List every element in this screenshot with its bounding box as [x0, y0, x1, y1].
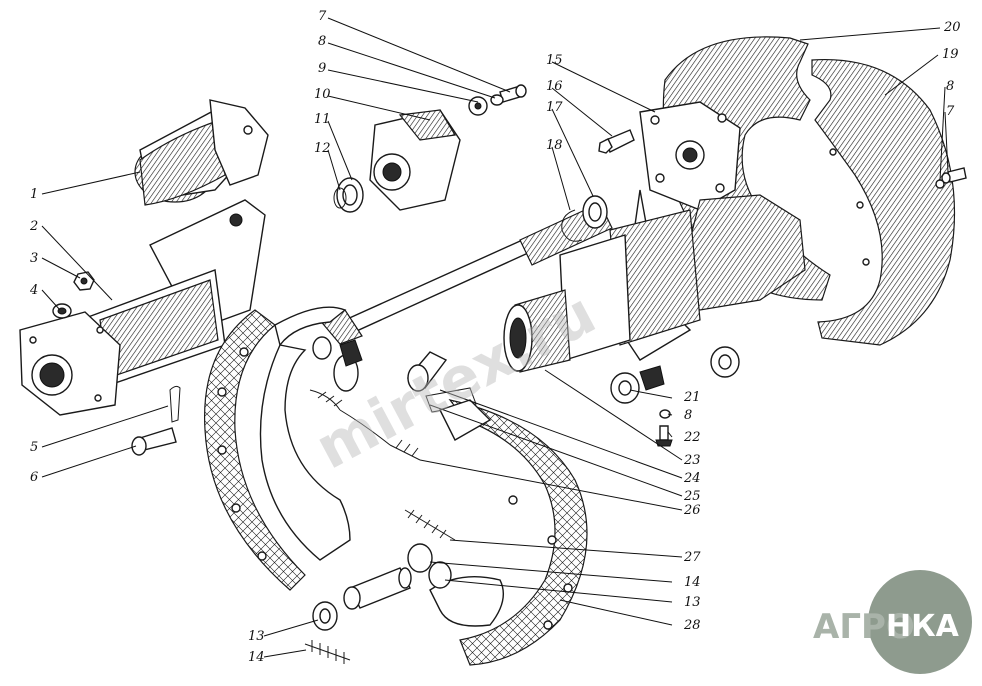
- callout-14-right: 14: [684, 575, 701, 590]
- washer-8a: [490, 94, 504, 106]
- callout-13-right: 13: [684, 595, 701, 610]
- washer-21: [610, 346, 740, 404]
- callout-9: 9: [318, 61, 326, 76]
- callout-19: 19: [942, 47, 959, 62]
- brake-shield-19: [811, 58, 956, 346]
- lever-housing-10: [369, 109, 461, 211]
- spring-14b: [304, 640, 351, 664]
- washer-13b: [312, 601, 338, 631]
- bushing-11: [336, 177, 364, 213]
- leader-lines: [41, 17, 949, 658]
- callout-21: 21: [683, 390, 701, 405]
- callout-24: 24: [683, 471, 701, 486]
- agronka-logo: АГРО НКА: [813, 570, 972, 674]
- callout-14-left: 14: [248, 650, 265, 665]
- callout-20: 20: [943, 20, 961, 35]
- ring-12: [333, 187, 347, 209]
- callout-12: 12: [314, 141, 331, 156]
- brake-shoe-right-28: [429, 399, 588, 666]
- callout-10: 10: [314, 87, 331, 102]
- callout-27: 27: [683, 550, 701, 565]
- washer-13a: [428, 561, 452, 589]
- callout-26: 26: [683, 503, 701, 518]
- callout-4: 4: [29, 283, 38, 298]
- axle-housing-2: [19, 269, 226, 416]
- anchor-pin: [343, 567, 412, 610]
- bolt-7a: [499, 84, 527, 103]
- callout-17: 17: [546, 100, 563, 115]
- callout-23: 23: [683, 453, 701, 468]
- callout-15: 15: [546, 53, 563, 68]
- logo-circle: [868, 570, 972, 674]
- callout-7-top: 7: [318, 9, 327, 24]
- callout-1: 1: [30, 187, 38, 202]
- callout-7-right: 7: [946, 104, 955, 119]
- nut-3: [73, 271, 95, 291]
- callout-5: 5: [30, 440, 38, 455]
- steering-knuckle-15: [503, 101, 806, 373]
- cotter-pin-5: [169, 385, 181, 423]
- callout-numbers: 1 2 3 4 5 6 7 8 9 10 11 12 15 16 17 18 2…: [29, 9, 961, 665]
- callout-25: 25: [683, 489, 701, 504]
- callout-28: 28: [683, 618, 701, 633]
- logo-right-text: НКА: [886, 609, 960, 644]
- brake-shoe-left: [203, 306, 351, 591]
- logo-left-text: АГРО: [813, 607, 915, 647]
- spring-washer-14a: [407, 543, 433, 573]
- callout-8-right: 8: [946, 79, 954, 94]
- callout-18: 18: [546, 138, 563, 153]
- upper-springs: [309, 389, 421, 461]
- callout-6: 6: [30, 470, 38, 485]
- washer-9: [468, 96, 488, 116]
- callout-3: 3: [30, 251, 38, 266]
- bolt-7b: [941, 167, 967, 184]
- pin-6: [131, 427, 177, 456]
- bolt-22: [655, 425, 673, 447]
- callout-11: 11: [314, 112, 331, 127]
- callout-22: 22: [683, 430, 701, 445]
- callout-2: 2: [29, 219, 38, 234]
- washer-8b: [935, 179, 945, 189]
- callout-16: 16: [546, 79, 563, 94]
- washer-4: [52, 303, 72, 319]
- washer-17: [582, 195, 608, 229]
- bolt-16: [598, 129, 635, 154]
- callout-8-top: 8: [318, 34, 326, 49]
- lock-ring-18: [561, 209, 583, 242]
- callout-8-bottom: 8: [684, 408, 692, 423]
- callout-13-left: 13: [248, 629, 265, 644]
- brake-chamber-1: [134, 99, 269, 331]
- spring-27: [404, 509, 456, 541]
